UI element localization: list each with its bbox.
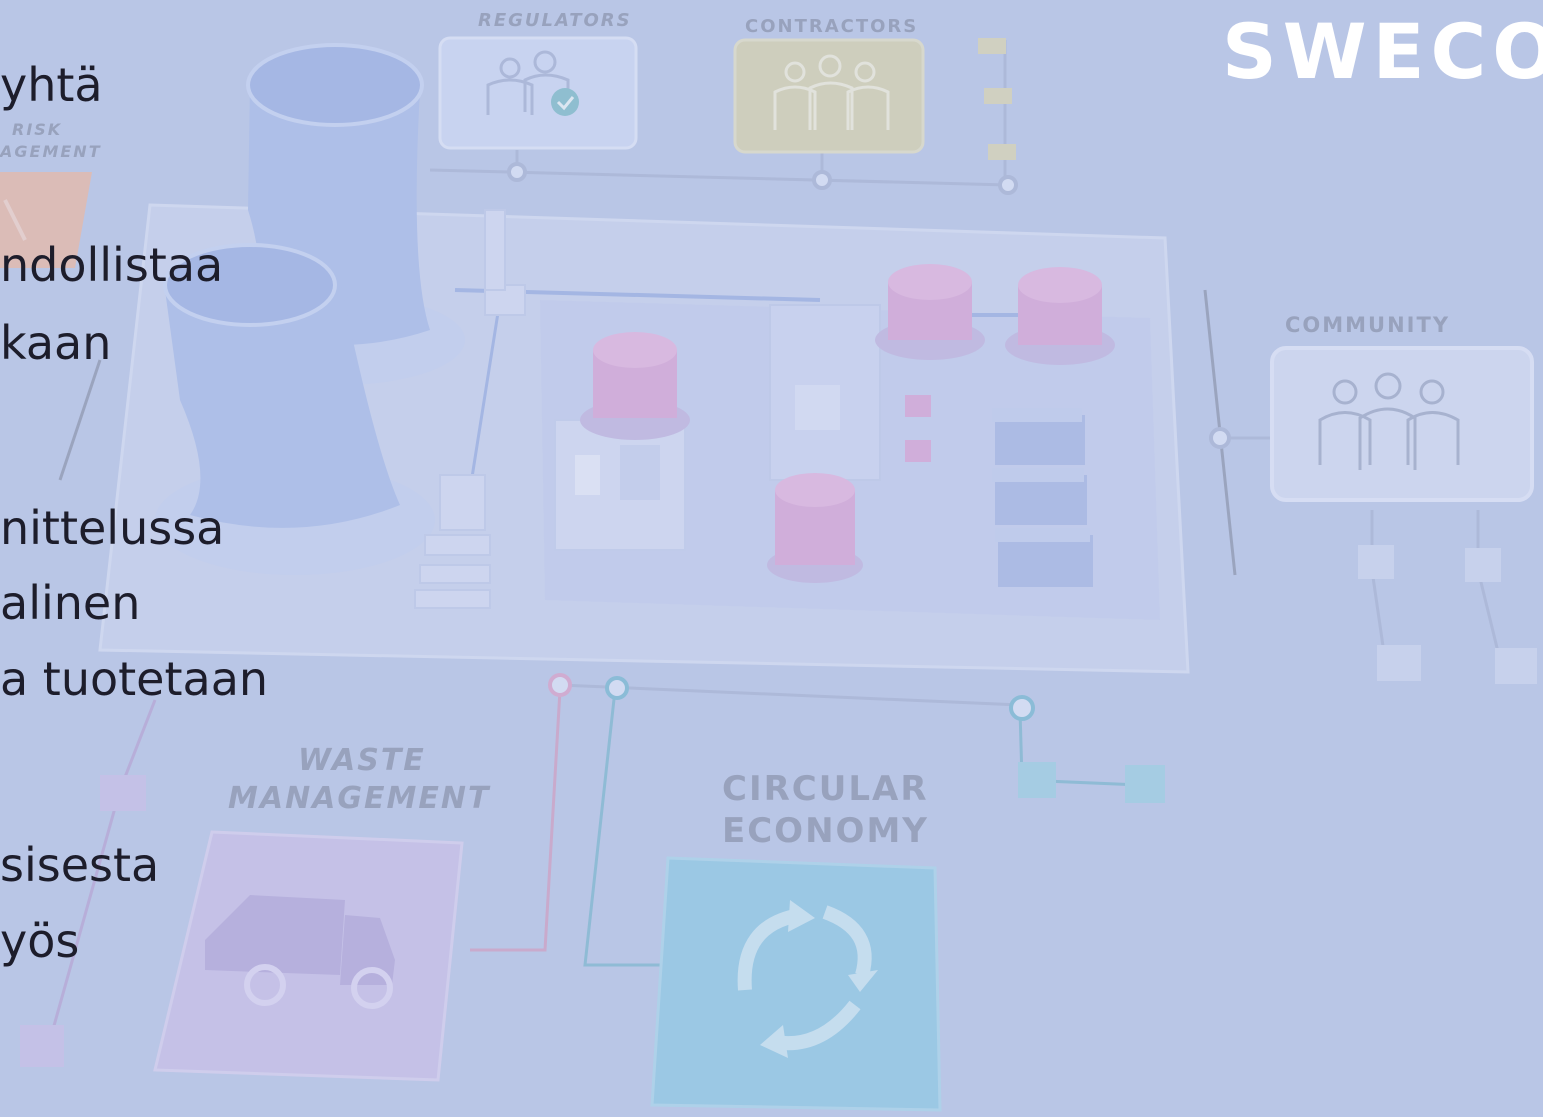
community-tile bbox=[1270, 346, 1534, 502]
label-circular: CIRCULAR bbox=[722, 769, 929, 809]
sweco-logo: SWECO bbox=[1222, 7, 1543, 96]
cooling-tower bbox=[155, 243, 435, 575]
body-text-line: ndollistaa bbox=[0, 238, 224, 292]
label-regulators: REGULATORS bbox=[478, 10, 632, 31]
label-economy: ECONOMY bbox=[722, 811, 929, 851]
body-text-line: kaan bbox=[0, 316, 112, 370]
label-contractors: CONTRACTORS bbox=[745, 16, 918, 37]
circular-economy-tile bbox=[650, 856, 942, 1112]
body-text-line: yhtä bbox=[0, 58, 103, 112]
storage-tanks bbox=[580, 264, 1115, 583]
risk-management-tile bbox=[0, 172, 92, 268]
contractors-tile bbox=[733, 38, 925, 154]
regulators-tile bbox=[438, 36, 638, 150]
label-agement: AGEMENT bbox=[0, 142, 102, 161]
pipe-fittings bbox=[414, 209, 526, 609]
body-text-line: a tuotetaan bbox=[0, 652, 269, 706]
body-text-line: yös bbox=[0, 914, 80, 968]
body-text-line: nittelussa bbox=[0, 501, 225, 555]
body-text-line: sisesta bbox=[0, 838, 160, 892]
body-text-line: alinen bbox=[0, 576, 141, 630]
label-risk: RISK bbox=[12, 120, 62, 139]
waste-management-tile bbox=[153, 830, 464, 1082]
small-tiles bbox=[20, 38, 1537, 1067]
label-management: MANAGEMENT bbox=[228, 781, 491, 816]
label-community: COMMUNITY bbox=[1285, 313, 1450, 337]
connection-nodes bbox=[507, 162, 1231, 721]
label-waste: WASTE bbox=[298, 743, 426, 778]
